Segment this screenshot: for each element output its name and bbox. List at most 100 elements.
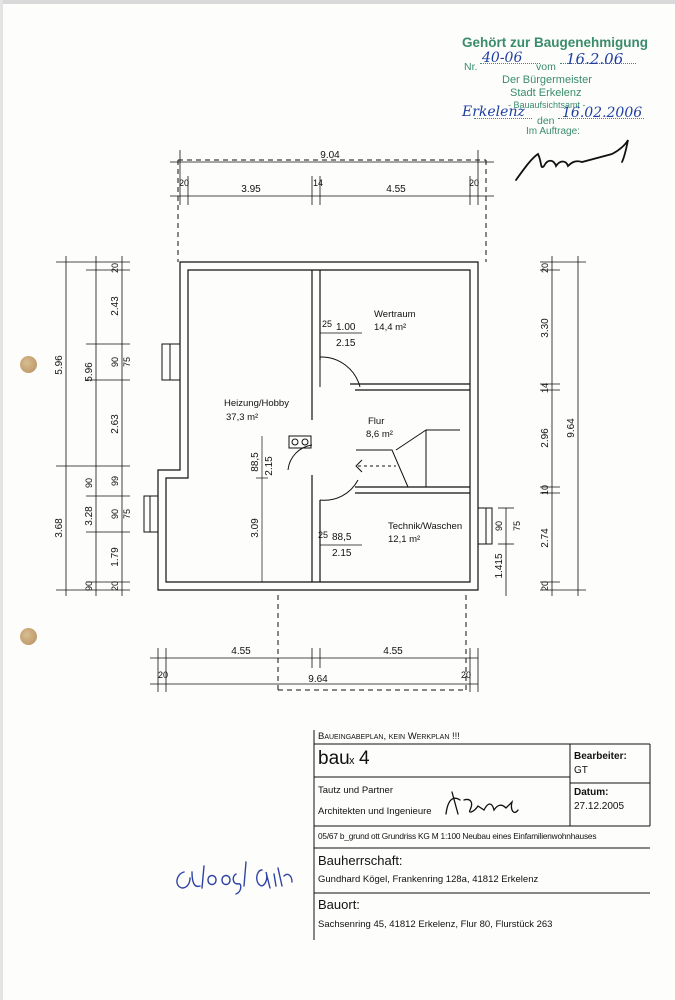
stamp-vom-value: 16.2.06 (566, 50, 624, 68)
room-area-flur: 8,6 m² (366, 429, 393, 440)
firm-signature (445, 791, 519, 815)
dim-left-inner-20b: 20 (110, 581, 120, 591)
stamp-nr-underline (480, 63, 540, 64)
chimney-flue-2 (301, 438, 309, 446)
dim-right-win-90: 90 (494, 521, 504, 531)
punch-hole-lower (20, 628, 37, 645)
dim-top-overall: 9.04 (320, 150, 340, 161)
bauherrschaft-label: Bauherrschaft: (318, 853, 403, 868)
firm-subtitle: Architekten und Ingenieure (318, 806, 432, 817)
title-block-frame (313, 730, 651, 940)
bauort-label: Bauort: (318, 897, 360, 912)
dim-top-right-room: 4.55 (386, 184, 406, 195)
chimney-shaft (288, 435, 312, 449)
dim-left-inner-90b: 90 (110, 509, 120, 519)
dim-tech-25: 25 (318, 530, 328, 540)
dim-left-outer-bottom: 3.68 (54, 518, 65, 538)
stamp-title: Gehört zur Baugenehmigung (462, 35, 649, 50)
dim-right-inner-274: 2.74 (540, 528, 551, 548)
dim-wert-100: 1.00 (336, 322, 356, 333)
stamp-place-underline (474, 118, 532, 119)
dim-top-left-wall: 20 (179, 178, 189, 188)
dim-right-outer: 9.64 (566, 418, 577, 438)
door-swings (287, 356, 361, 501)
bottom-dimension-lines (150, 648, 479, 692)
room-labels: Heizung/Hobby 37,3 m² Wertraum 14,4 m² F… (224, 309, 462, 545)
bearbeiter-value: GT (574, 765, 588, 776)
dim-right-inner-20b: 20 (540, 581, 550, 591)
logo-bau: bau (318, 748, 350, 769)
dim-bottom-left-wall: 20 (158, 670, 168, 680)
dim-left-inner-243: 2.43 (110, 296, 121, 316)
room-name-heizung: Heizung/Hobby (224, 398, 289, 409)
stairs (355, 429, 460, 488)
room-name-flur: Flur (368, 416, 384, 427)
stamp-den-value: 16.02.2006 (562, 105, 643, 121)
dim-wert-215: 2.15 (336, 338, 356, 349)
logo-4: 4 (359, 748, 370, 769)
datum-label: Datum: (574, 787, 609, 798)
logo-x: x (349, 755, 355, 767)
stamp-authority-1: Der Bürgermeister (502, 74, 592, 86)
upper-floor-outline (177, 159, 487, 691)
stamp-place-value: Erkelenz (462, 104, 525, 120)
dim-left-inner-75b: 75 (122, 509, 132, 519)
dim-bottom-left-room: 4.55 (231, 646, 251, 657)
bearbeiter-label: Bearbeiter: (574, 751, 627, 762)
dim-left-mid-90b: 90 (84, 581, 94, 591)
dim-right-inner-10: 10 (540, 485, 550, 495)
punch-hole-upper (20, 356, 37, 373)
stamp-den-label: den (537, 115, 555, 127)
room-area-technik: 12,1 m² (388, 534, 420, 545)
dim-right-inner-20a: 20 (540, 263, 550, 273)
stamp-signature (515, 139, 629, 181)
bauherrschaft-value: Gundhard Kögel, Frankenring 128a, 41812 … (318, 874, 539, 885)
firm-name: Tautz und Partner (318, 785, 393, 796)
dim-right-win-1415: 1.415 (494, 553, 505, 578)
dim-left-inner-75: 75 (122, 357, 132, 367)
dim-left-inner-90: 90 (110, 357, 120, 367)
dim-left-outer-top: 5.96 (54, 355, 65, 375)
stamp-im-auftrage: Im Auftrage: (526, 126, 580, 137)
dim-bottom-right-wall: 20 (461, 670, 471, 680)
project-description: 05/67 b_grund ott Grundriss KG M 1:100 N… (318, 831, 597, 841)
scan-edge-top (0, 0, 675, 4)
stamp-nr-value: 40-06 (482, 50, 523, 66)
dim-heiz-885: 88,5 (250, 452, 261, 472)
dim-left-inner-179: 1.79 (110, 547, 121, 567)
stamp-vom-underline (560, 63, 636, 64)
dim-left-mid-90a: 90 (84, 478, 94, 488)
stamp-vom-label: vom (536, 61, 556, 73)
outer-walls (157, 261, 479, 591)
dim-tech-885: 88,5 (332, 532, 352, 543)
chimney-flue-1 (291, 438, 299, 446)
stamp-department: - Bauaufsichtsamt - (508, 100, 586, 110)
dim-left-inner-99: 99 (110, 476, 120, 486)
stamp-den-underline (558, 118, 644, 119)
dim-heiz-215: 2.15 (264, 456, 275, 476)
light-wells (143, 343, 493, 545)
bauort-value: Sachsenring 45, 41812 Erkelenz, Flur 80,… (318, 919, 553, 930)
dim-top-left-room: 3.95 (241, 184, 261, 195)
interior-dimension-lines (256, 332, 362, 582)
dim-tech-215: 2.15 (332, 548, 352, 559)
dim-left-mid-bottom: 3.28 (84, 506, 95, 526)
dim-bottom-right-room: 4.55 (383, 646, 403, 657)
dim-right-inner-330: 3.30 (540, 318, 551, 338)
left-dimension-lines (56, 256, 130, 596)
datum-value: 27.12.2005 (574, 801, 625, 812)
interior-walls (311, 270, 470, 582)
room-area-wertraum: 14,4 m² (374, 322, 406, 333)
dim-right-inner-14: 14 (540, 383, 550, 393)
dim-right-win-75: 75 (512, 521, 522, 531)
dim-left-inner-263: 2.63 (110, 414, 121, 434)
owner-signature (176, 861, 293, 895)
room-area-heizung: 37,3 m² (226, 412, 258, 423)
dim-left-inner-20a: 20 (110, 263, 120, 273)
dim-heiz-309: 3.09 (250, 518, 261, 538)
top-dimension-lines (170, 150, 494, 205)
room-name-technik: Technik/Waschen (388, 521, 462, 532)
dim-wert-25: 25 (322, 319, 332, 329)
